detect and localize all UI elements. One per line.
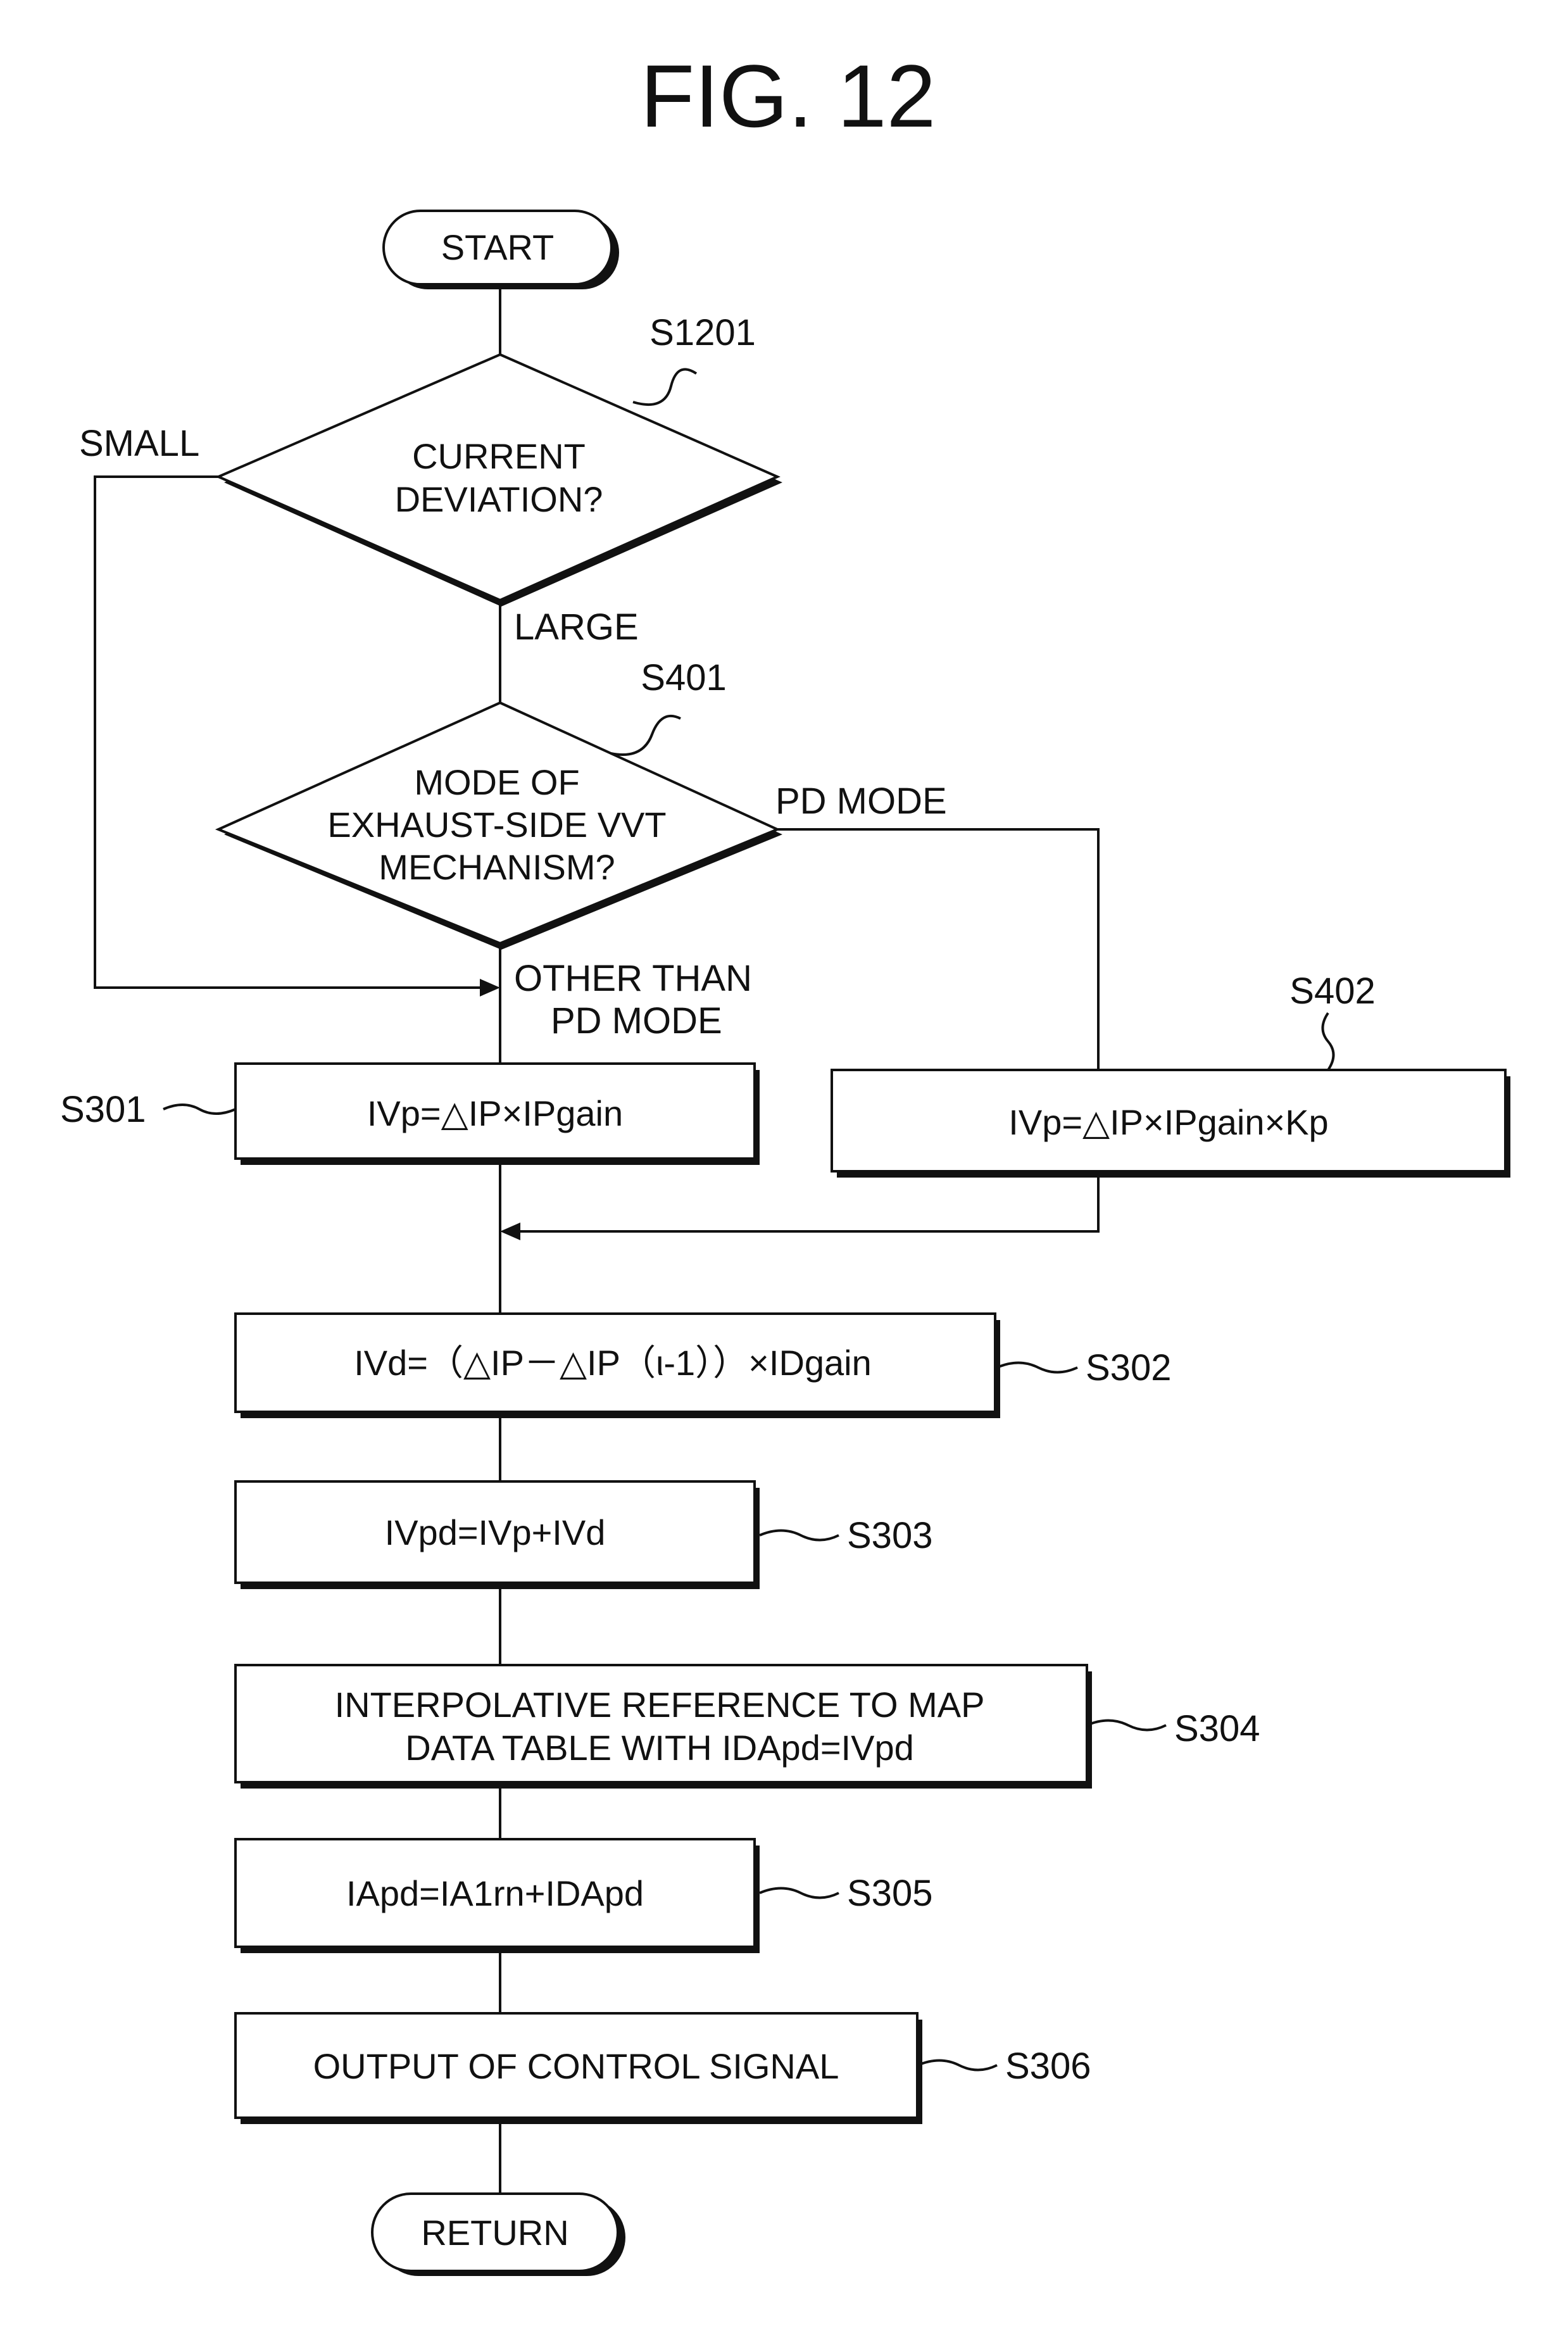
return-label: RETURN — [421, 2213, 568, 2253]
decision-s1201-line1: CURRENT — [412, 436, 586, 476]
s306-leader — [918, 2061, 997, 2070]
process-s305-text: IApd=IA1rn+IDApd — [346, 1873, 644, 1913]
process-s301: IVp=△IP×IPgain S301 — [60, 1064, 760, 1165]
s401-leader — [611, 716, 681, 755]
s303-leader — [760, 1531, 839, 1540]
figure-title: FIG. 12 — [641, 46, 936, 146]
process-s302: IVd=（△IP－△IP（ι-1））×IDgain S302 — [235, 1314, 1171, 1418]
step-s303: S303 — [847, 1515, 932, 1556]
return-terminal: RETURN — [372, 2194, 625, 2276]
step-s402: S402 — [1289, 971, 1375, 1012]
step-s306: S306 — [1005, 2046, 1091, 2087]
branch-large-label: LARGE — [514, 607, 639, 648]
s305-leader — [760, 1889, 839, 1898]
process-s306: OUTPUT OF CONTROL SIGNAL S306 — [235, 2013, 1091, 2124]
branch-small-label: SMALL — [79, 423, 199, 464]
process-s305: IApd=IA1rn+IDApd S305 — [235, 1839, 932, 1953]
branch-pd-mode-label: PD MODE — [775, 781, 947, 822]
step-s302: S302 — [1086, 1347, 1171, 1388]
branch-other-than-line2: PD MODE — [551, 1000, 722, 1041]
step-s301: S301 — [60, 1089, 146, 1130]
s302-leader — [997, 1363, 1077, 1373]
decision-s1201-line2: DEVIATION? — [395, 479, 603, 519]
process-s303-text: IVpd=IVp+IVd — [385, 1512, 606, 1552]
s304-leader — [1087, 1721, 1166, 1730]
start-terminal: START — [384, 211, 619, 289]
process-s303: IVpd=IVp+IVd S303 — [235, 1481, 932, 1589]
process-s402: IVp=△IP×IPgain×Kp S402 — [832, 971, 1510, 1178]
decision-s401-line1: MODE OF — [414, 762, 579, 802]
step-s401: S401 — [641, 657, 726, 698]
decision-s401: MODE OF EXHAUST-SIDE VVT MECHANISM? S401… — [218, 657, 947, 1041]
process-s304: INTERPOLATIVE REFERENCE TO MAP DATA TABL… — [235, 1665, 1260, 1789]
process-s302-text: IVd=（△IP－△IP（ι-1））×IDgain — [354, 1343, 872, 1383]
process-s301-text: IVp=△IP×IPgain — [367, 1093, 623, 1133]
decision-s401-line3: MECHANISM? — [379, 847, 615, 887]
decision-s1201: CURRENT DEVIATION? S1201 SMALL LARGE — [79, 312, 782, 648]
s1201-leader — [633, 369, 696, 405]
branch-other-than-line1: OTHER THAN — [514, 958, 752, 999]
process-s306-text: OUTPUT OF CONTROL SIGNAL — [313, 2046, 839, 2086]
process-s304-line2: DATA TABLE WITH IDApd=IVpd — [405, 1728, 913, 1768]
s301-leader — [163, 1105, 235, 1114]
process-s402-text: IVp=△IP×IPgain×Kp — [1008, 1102, 1328, 1142]
step-s1201: S1201 — [649, 312, 756, 353]
process-s304-line1: INTERPOLATIVE REFERENCE TO MAP — [335, 1685, 985, 1725]
step-s305: S305 — [847, 1873, 932, 1914]
start-label: START — [441, 227, 554, 267]
step-s304: S304 — [1174, 1708, 1260, 1749]
decision-s401-line2: EXHAUST-SIDE VVT — [327, 805, 666, 845]
s402-leader — [1323, 1013, 1334, 1070]
